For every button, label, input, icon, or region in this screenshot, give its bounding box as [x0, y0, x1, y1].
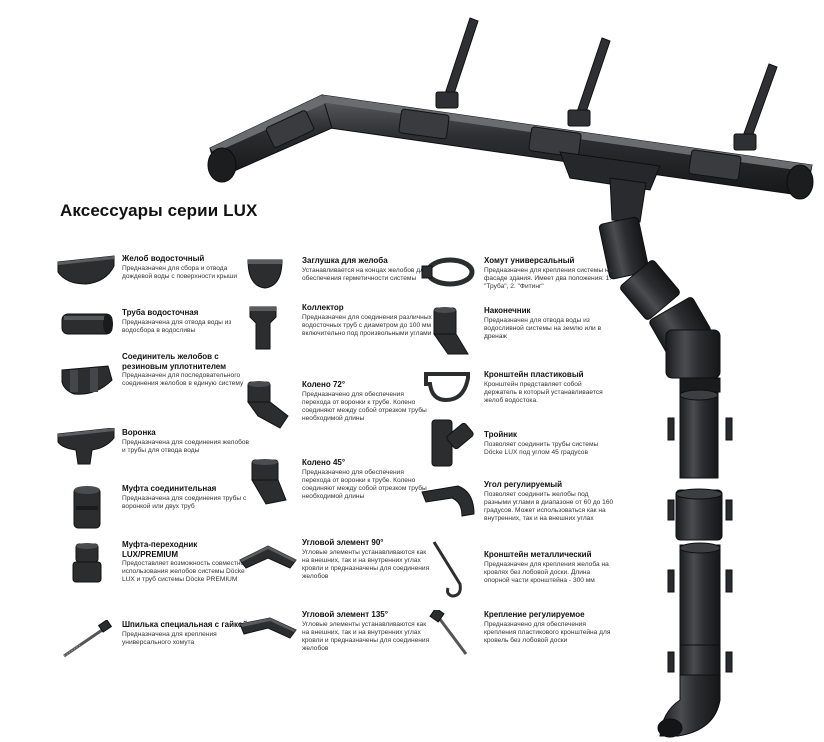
coupling-icon	[56, 484, 118, 534]
item-desc: Предназначено для обеспечения перехода о…	[302, 468, 427, 500]
gutter-pipe-icon	[56, 308, 118, 358]
downpipe-straight	[657, 377, 733, 738]
item-name: Кронштейн металлический	[484, 550, 592, 559]
elbow-45-icon	[236, 458, 298, 508]
item-desc: Угловые элементы устанавливаются как на …	[302, 548, 430, 580]
gutter-run	[315, 94, 814, 200]
page-title: Аксессуары серии LUX	[60, 201, 258, 220]
plastic-bracket-icon	[418, 370, 480, 420]
drain-outlet-icon	[418, 306, 480, 356]
item-name: Муфта соединительная	[122, 484, 217, 493]
downpipe-elbows	[598, 216, 721, 379]
item-desc: Предоставляет возможность совместного ис…	[122, 560, 251, 583]
funnel-icon	[56, 428, 118, 478]
elbow-72-icon	[236, 380, 298, 430]
gutter-corner-run	[207, 94, 333, 183]
item-desc: Предназначена для соединения трубы с вор…	[122, 494, 247, 510]
funnel-outlet	[559, 151, 661, 223]
tee-icon	[418, 418, 480, 468]
corner-135-icon	[236, 610, 298, 660]
item-name: Соединитель желобов с резиновым уплотнит…	[122, 352, 227, 371]
item-desc: Позволяет соединить желобы под разными у…	[484, 490, 614, 522]
item-desc: Предназначен для крепления желоба на кро…	[484, 560, 609, 584]
collector-icon	[236, 303, 298, 353]
item-name: Угловой элемент 135°	[302, 610, 388, 619]
item-name: Труба водосточная	[122, 308, 199, 317]
item-name: Колено 72°	[302, 380, 346, 389]
adjustable-mount-icon	[418, 610, 480, 660]
item-name: Шпилька специальная с гайкой	[122, 620, 248, 629]
adjustable-corner-icon	[418, 480, 480, 530]
item-desc: Позволяет соединить трубы системы Döcke …	[484, 440, 599, 456]
item-name: Кронштейн пластиковый	[484, 370, 584, 379]
threaded-stud-icon	[56, 620, 118, 670]
metal-bracket-icon	[418, 538, 480, 600]
item-desc: Устанавливается на концах желобов для об…	[302, 266, 428, 282]
item-name: Хомут универсальный	[484, 256, 575, 265]
item-desc: Предназначен для последовательного соеди…	[122, 372, 244, 387]
item-name: Угловой элемент 90°	[302, 538, 384, 547]
item-desc: Предназначен для отвода воды из водослив…	[484, 316, 602, 340]
item-desc: Угловые элементы устанавливаются как на …	[302, 620, 430, 652]
item-desc: Предназначена для отвода воды из водосбо…	[122, 318, 232, 334]
gutter-icon	[56, 254, 118, 304]
item-name: Колено 45°	[302, 458, 346, 467]
adapter-coupling-icon	[56, 540, 118, 590]
item-name: Воронка	[122, 428, 156, 437]
gutter-connector-icon	[56, 362, 118, 412]
item-desc: Предназначено для обеспечения крепления …	[484, 620, 611, 644]
universal-clamp-icon	[418, 256, 480, 306]
item-desc: Предназначена для крепления универсально…	[122, 630, 217, 646]
item-name: Тройник	[484, 430, 518, 439]
end-cap-icon	[236, 256, 298, 306]
item-name: Наконечник	[484, 306, 531, 315]
item-name: Коллектор	[302, 303, 344, 312]
item-name: Желоб водосточный	[122, 254, 205, 263]
item-desc: Предназначена для соединения желобов и т…	[122, 438, 250, 454]
item-name: Угол регулируемый	[484, 480, 563, 489]
item-desc: Предназначен для соединения различных во…	[302, 313, 432, 337]
item-desc: Предназначен для крепления системы на фа…	[484, 266, 613, 290]
item-name: Заглушка для желоба	[302, 256, 388, 265]
bracket-rods	[435, 17, 778, 151]
item-desc: Предназначен для сбора и отвода дождевой…	[122, 264, 238, 280]
item-desc: Кронштейн представляет собой держатель в…	[484, 380, 603, 404]
item-name: Крепление регулируемое	[484, 610, 585, 619]
corner-90-icon	[236, 538, 298, 588]
item-name: Муфта-переходник LUX/PREMIUM	[122, 540, 198, 559]
item-desc: Предназначено для обеспечения перехода о…	[302, 390, 427, 422]
